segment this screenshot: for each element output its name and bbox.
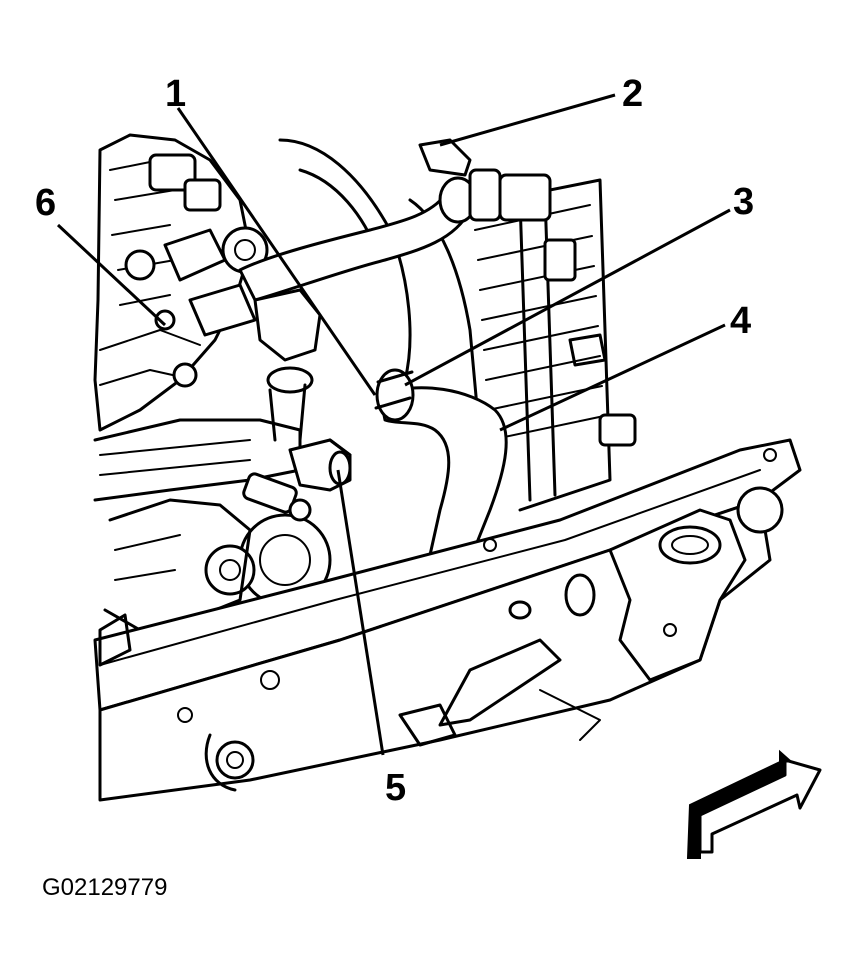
lower-radiator-hose [288, 368, 508, 562]
callout-1: 1 [165, 73, 186, 115]
callout-labels: 1 2 3 4 5 6 [35, 73, 754, 809]
callout-3: 3 [733, 181, 754, 223]
front-direction-arrow-icon [686, 749, 822, 859]
callout-5: 5 [385, 767, 406, 809]
engine-assembly [93, 133, 332, 632]
figure-id: G02129779 [42, 874, 167, 901]
callout-2: 2 [622, 73, 643, 115]
upper-radiator-hose [238, 138, 502, 302]
callout-6: 6 [35, 182, 56, 224]
callout-leaders [56, 93, 731, 756]
frame-crossmember [93, 438, 802, 802]
callout-4: 4 [730, 300, 751, 342]
